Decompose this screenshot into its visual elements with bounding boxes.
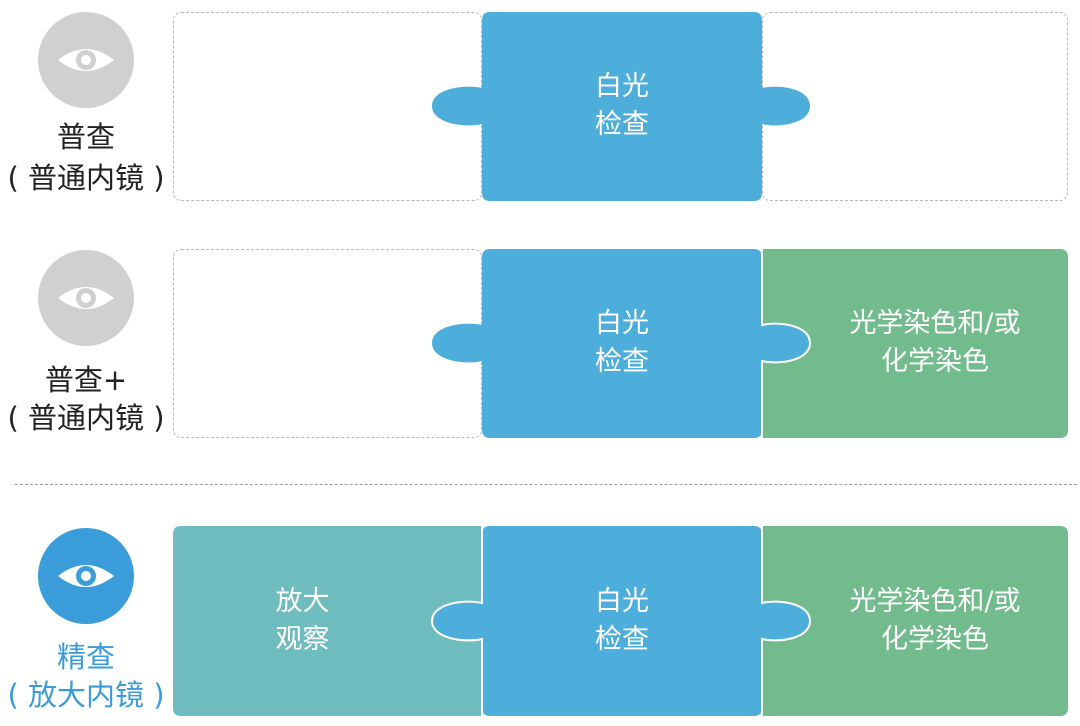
row-subtitle: ( 普通内镜 ) (7, 161, 165, 195)
white-light-label: 白光 检查 (595, 586, 649, 655)
white-light-label: 白光 检查 (595, 71, 649, 140)
puzzle-magnify (173, 526, 482, 716)
eye-icon (38, 250, 134, 346)
stain-label: 光学染色和/或 化学染色 (849, 586, 1021, 655)
row-subtitle: ( 放大内镜 ) (7, 678, 165, 712)
section-divider (15, 484, 1077, 485)
row-screening-plus: 普查+ ( 普通内镜 ) (0, 238, 1080, 448)
row-title: 普查+ (44, 363, 128, 397)
puzzle-white-light (432, 526, 810, 716)
row-detailed-exam: 精查 ( 放大内镜 ) (0, 515, 1080, 726)
row-screening: 普查 ( 普通内镜 ) (0, 0, 1080, 210)
puzzle-stain (762, 249, 1068, 438)
puzzle-stain (762, 526, 1068, 716)
magnify-label: 放大 观察 (275, 586, 330, 655)
white-light-label: 白光 检查 (595, 308, 649, 377)
eye-icon (38, 528, 134, 624)
stain-label: 光学染色和/或 化学染色 (849, 308, 1021, 377)
eye-icon (38, 12, 134, 108)
puzzle-white-light (432, 249, 810, 438)
row-title: 普查 (56, 120, 115, 154)
row-title: 精查 (56, 640, 115, 674)
row-subtitle: ( 普通内镜 ) (7, 401, 165, 435)
puzzle-white-light (432, 12, 810, 201)
